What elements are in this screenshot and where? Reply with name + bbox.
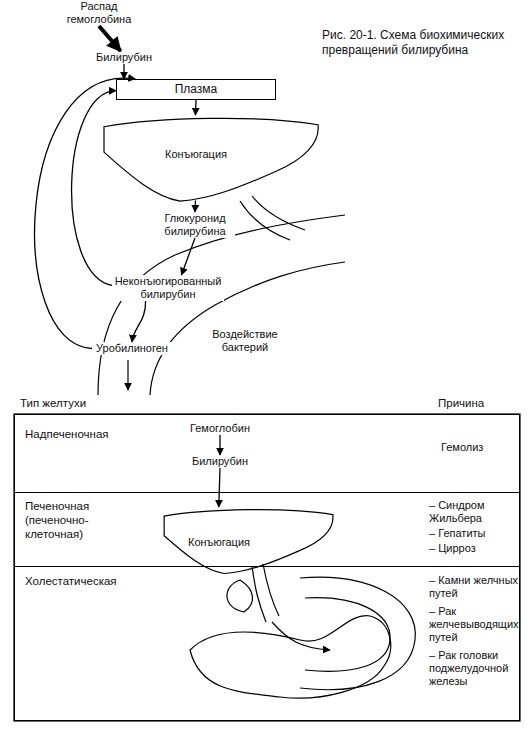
annotation-label: Воздействие бактерий bbox=[207, 328, 283, 354]
gallbladder bbox=[227, 580, 253, 612]
process-label: Билирубин bbox=[90, 51, 158, 64]
liver-shape: Конъюгация bbox=[161, 507, 336, 575]
cause-item: – Гепатиты bbox=[429, 527, 519, 540]
flow-arrow bbox=[181, 238, 195, 275]
liver-path bbox=[104, 118, 318, 201]
row-heading: Холестатическая bbox=[25, 574, 155, 588]
intestine-wall bbox=[98, 215, 345, 395]
flow-arrow bbox=[194, 200, 196, 212]
column-header: Причина bbox=[438, 397, 518, 410]
node-text: Билирубин bbox=[90, 51, 158, 64]
bile-duct bbox=[263, 564, 279, 616]
node-text: Распад гемоглобина bbox=[62, 0, 136, 26]
cause-item: – Цирроз bbox=[429, 542, 519, 555]
bile-duct bbox=[252, 566, 266, 622]
node-text: Конъюгация bbox=[179, 536, 259, 549]
cause-item: – Синдром Жильбера bbox=[429, 499, 519, 525]
column-header: Тип желтухи bbox=[20, 397, 130, 410]
row-heading: Печеночная (печеночно-клеточная) bbox=[25, 499, 105, 541]
flow-arrow bbox=[219, 435, 220, 455]
process-label: Глюкуронид билирубина bbox=[155, 212, 235, 238]
process-label: Распад гемоглобина bbox=[62, 0, 136, 26]
cause-list: – Камни желчных путей – Рак желчевыводящи… bbox=[429, 574, 519, 693]
cause-item: – Рак желчевыводящих путей bbox=[429, 605, 519, 644]
process-box: Плазма bbox=[116, 79, 276, 100]
node-text: Гемоглобин bbox=[179, 422, 261, 435]
process-label: Билирубин bbox=[184, 455, 256, 468]
bile-duct bbox=[240, 201, 290, 240]
flow-arrow bbox=[195, 100, 197, 115]
flow-arrow bbox=[99, 26, 121, 51]
flow-arrow bbox=[132, 301, 146, 342]
duodenum-wall bbox=[300, 577, 415, 689]
flow-arrow bbox=[123, 64, 124, 79]
node-text: Билирубин bbox=[184, 455, 256, 468]
node-text: Неконъюгированный билирубин bbox=[112, 275, 224, 301]
flow-arrow bbox=[35, 78, 136, 348]
node-text: Конъюгация bbox=[156, 148, 236, 161]
flow-arrow bbox=[72, 91, 116, 286]
node-text: Плазма bbox=[175, 83, 218, 96]
cause-item: – Камни желчных путей bbox=[429, 574, 519, 600]
figure-caption: Рис. 20-1. Схема биохимических превращен… bbox=[322, 28, 528, 58]
flow-arrow bbox=[219, 468, 220, 507]
cause-list: – Синдром Жильбера – Гепатиты – Цирроз bbox=[429, 499, 519, 557]
node-text: Уробилиноген bbox=[92, 342, 172, 355]
cause-item: – Рак головки поджелудочной железы bbox=[429, 649, 519, 688]
cause-list: Гемолиз bbox=[441, 441, 519, 456]
row-heading: Надпеченочная bbox=[25, 427, 155, 441]
node-text: Глюкуронид билирубина bbox=[155, 212, 235, 238]
pancreas-outline bbox=[190, 616, 391, 698]
table-row: Холестатическая – Камни желчных путей – Ра… bbox=[14, 566, 520, 721]
process-label: Гемоглобин bbox=[179, 422, 261, 435]
process-label: Неконъюгированный билирубин bbox=[112, 275, 224, 301]
table-row: НадпеченочнаяГемолиз ГемоглобинБилирубин bbox=[14, 414, 520, 493]
bile-flow-arrow bbox=[272, 622, 330, 650]
liver-path bbox=[164, 510, 333, 574]
liver-shape: Конъюгация bbox=[100, 115, 322, 203]
excretion-arrow bbox=[127, 360, 128, 390]
process-label: Уробилиноген bbox=[92, 342, 172, 355]
table-frame bbox=[14, 414, 520, 721]
bile-duct bbox=[252, 196, 305, 230]
table-row: Печеночная (печеночно-клеточная) – Синдро… bbox=[14, 492, 520, 567]
cause-item: Гемолиз bbox=[441, 441, 519, 454]
duodenum-wall bbox=[305, 598, 390, 672]
